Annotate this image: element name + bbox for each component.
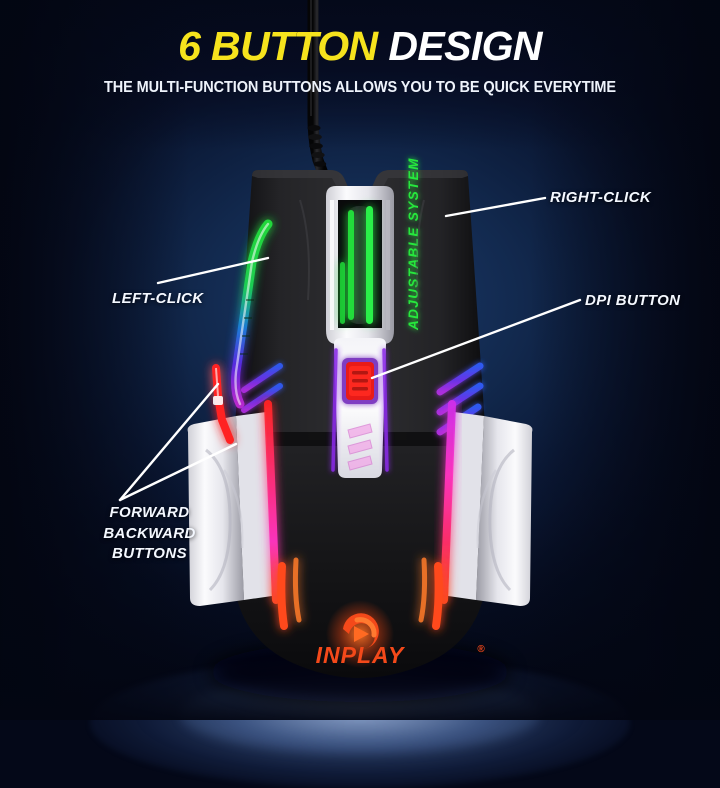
svg-text:INPLAY: INPLAY [316,642,406,668]
mouse-product-image: ADJUSTABLE SYSTEM [187,0,533,702]
page-subtitle: THE MULTI-FUNCTION BUTTONS ALLOWS YOU TO… [103,79,617,96]
callout-label-line-2: BACKWARD [103,524,196,542]
brand-logo: INPLAY ® [316,600,485,668]
callout-label-dpi-button: DPI BUTTON [585,292,681,309]
center-strip-vents [347,423,373,471]
center-strip [331,338,389,478]
header: 6 BUTTON DESIGN THE MULTI-FUNCTION BUTTO… [0,26,720,97]
side-buttons-right[interactable] [440,400,533,606]
forward-button [236,412,272,600]
rgb-strip-left [231,219,273,409]
body-highlight [299,199,310,301]
left-vents [241,363,283,413]
page-title: 6 BUTTON DESIGN [0,26,720,67]
cable-braid-rings [307,125,327,167]
adjustable-system-text: ADJUSTABLE SYSTEM [406,157,421,331]
body-highlight-2 [415,199,425,301]
callout-label-left-click: LEFT-CLICK [112,290,204,307]
wheel-rgb-light [340,206,373,324]
callout-label-right-click: RIGHT-CLICK [550,189,652,206]
svg-text:®: ® [477,644,485,655]
svg-text:ADJUSTABLE SYSTEM: ADJUSTABLE SYSTEM [406,157,421,331]
palm-rgb-strips [277,557,443,630]
dpi-button[interactable] [342,358,378,404]
inplay-swirl-icon [343,613,379,649]
scroll-wheel-assembly[interactable] [326,186,394,344]
title-rest: DESIGN [388,23,542,69]
side-rgb-right [440,400,456,604]
mouse-cable [307,0,330,182]
callout-label-forward-backward: FORWARD BACKWARD BUTTONS [62,503,237,565]
callout-label-line-3: BUTTONS [111,545,188,563]
right-side-panel [476,416,533,606]
callout-label-line-1: FORWARD [109,504,190,521]
title-highlight: 6 BUTTON [178,23,378,69]
